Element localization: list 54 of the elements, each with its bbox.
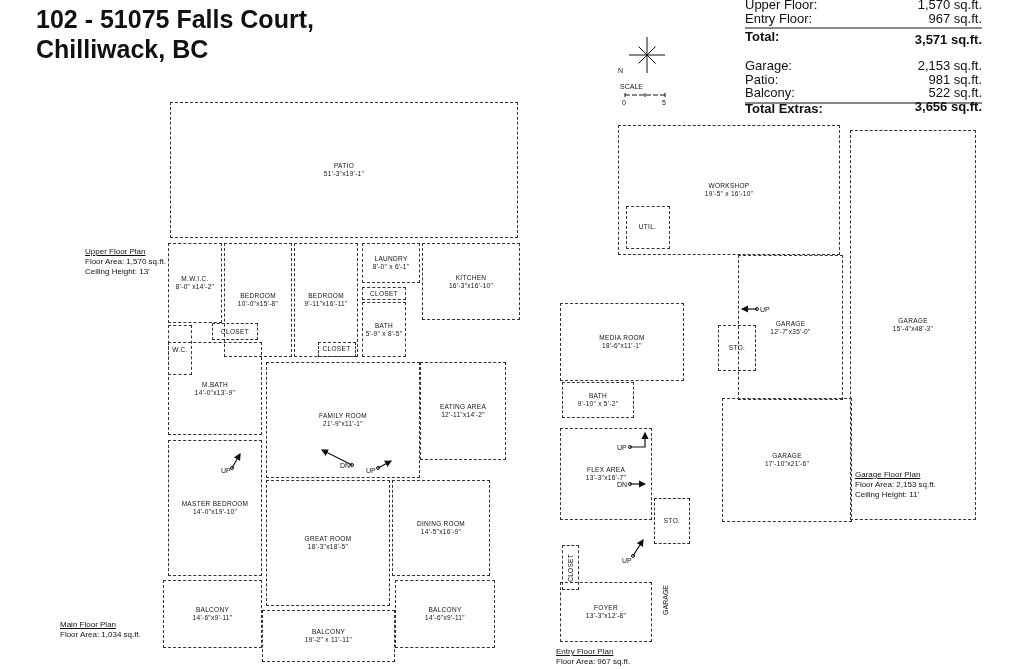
area-value: 981 sq.ft. <box>928 72 982 87</box>
area-value: 1,570 sq.ft. <box>917 0 982 12</box>
address-title: 102 - 51075 Falls Court, Chilliwack, BC <box>36 4 315 64</box>
room-outline <box>718 325 756 371</box>
area-row-label: Garage: <box>745 58 792 73</box>
plan-note: Floor Area: 1,034 sq.ft. <box>60 630 141 640</box>
room-outline <box>266 480 390 606</box>
room-outline <box>654 498 690 544</box>
room-outline <box>266 362 420 478</box>
area-row-label: Balcony: <box>745 85 795 100</box>
room-outline <box>562 545 579 590</box>
area-value: 967 sq.ft. <box>928 11 982 26</box>
room-outline <box>362 302 406 357</box>
room-outline <box>395 580 495 648</box>
room-outline <box>850 130 976 520</box>
area-row-label: Entry Floor: <box>745 11 813 26</box>
area-value: 3,656 sq.ft. <box>914 99 982 114</box>
area-row-label: Upper Floor: <box>745 0 818 12</box>
room-outline <box>362 243 420 283</box>
plan-note: Floor Area: 967 sq.ft. <box>556 657 631 667</box>
area-row-label: Patio: <box>745 72 779 87</box>
room-outline <box>722 398 852 522</box>
area-value: 3,571 sq.ft. <box>914 32 982 47</box>
plan-note: Floor Area: 1,570 sq.ft. <box>85 257 166 267</box>
room-outline <box>212 323 258 340</box>
room-outline <box>420 362 506 460</box>
area-value: 522 sq.ft. <box>928 85 982 100</box>
plan-note: Ceiling Height: 11' <box>855 490 920 500</box>
plan-note: Ceiling Height: 13' <box>85 267 150 277</box>
room-outline <box>560 582 652 642</box>
plan-heading: Garage Floor Plan <box>855 470 921 480</box>
room-outline <box>317 341 356 357</box>
room-outline <box>262 610 395 662</box>
area-value: 2,153 sq.ft. <box>917 58 982 73</box>
room-outline <box>560 303 684 381</box>
room-outline <box>170 102 518 238</box>
area-row-label: Total Extras: <box>745 101 823 116</box>
room-outline <box>625 205 670 249</box>
room-outline <box>294 243 358 357</box>
plan-note: Floor Area: 2,153 sq.ft. <box>855 480 936 490</box>
plan-heading: Main Floor Plan <box>60 620 117 630</box>
room-outline <box>392 480 490 576</box>
room-outline <box>618 125 840 255</box>
room-outline <box>163 580 262 648</box>
room-outline <box>560 428 652 520</box>
room-outline <box>362 287 406 300</box>
room-outline <box>168 440 262 576</box>
room-outline <box>168 243 222 323</box>
plan-heading: Upper Floor Plan <box>85 247 146 257</box>
room-outline <box>168 342 262 435</box>
room-outline <box>422 243 520 320</box>
area-row-label: Total: <box>745 29 780 44</box>
room-outline <box>562 382 634 418</box>
room-outline <box>168 325 192 375</box>
